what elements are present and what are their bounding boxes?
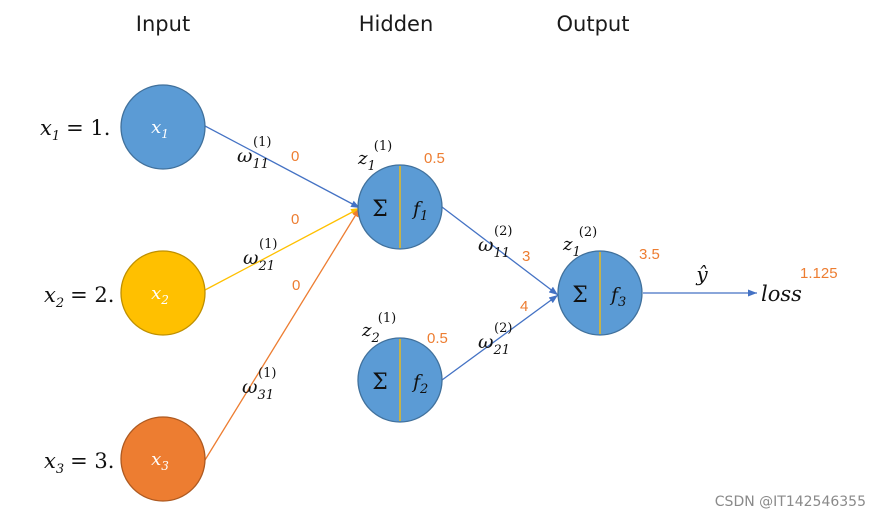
edge-x1-h1 (204, 125, 361, 209)
weight-w21-1: ω21(1) (243, 237, 277, 274)
input-node-x2-label: x2 (151, 283, 169, 307)
input-equation-x1: x1= 1. (40, 116, 110, 144)
input-node-x1 (120, 84, 206, 170)
loss-label: loss (761, 282, 802, 306)
layer-header-input: Input (136, 12, 190, 36)
sum-icon: Σ (372, 370, 388, 395)
weight-w31-1-value: 0 (292, 277, 300, 294)
output-node-activation: f3 (609, 284, 626, 310)
layer-header-output: Output (557, 12, 630, 36)
hidden-z2-label: z2(1) (361, 311, 396, 346)
weight-w11-2: ω11(2) (478, 224, 512, 261)
hidden-z2-value: 0.5 (427, 330, 448, 347)
watermark: CSDN @IT142546355 (715, 494, 866, 510)
hidden-node-1-activation: f1 (411, 198, 428, 224)
weight-w31-1: ω31(1) (242, 366, 276, 403)
output-z1-label: z1(2) (562, 225, 597, 260)
edge-x3-h1 (204, 207, 361, 461)
yhat-label: ŷ (695, 262, 708, 286)
sum-icon: Σ (572, 283, 588, 308)
input-node-x3-label: x3 (151, 449, 169, 473)
edge-x2-h1 (204, 207, 361, 291)
hidden-z1-label: z1(1) (357, 139, 392, 174)
input-node-x2 (120, 250, 206, 336)
weight-w21-1-value: 0 (291, 211, 299, 228)
hidden-node-2-activation: f2 (411, 371, 428, 397)
edge-h2-out (441, 294, 559, 381)
weight-w11-1-value: 0 (291, 148, 299, 165)
hidden-z1-value: 0.5 (424, 150, 445, 167)
input-equation-x2: x2= 2. (44, 283, 114, 311)
input-node-x3 (120, 416, 206, 502)
output-z1-value: 3.5 (639, 246, 660, 263)
weight-w11-2-value: 3 (522, 248, 530, 265)
loss-value: 1.125 (800, 265, 838, 282)
weight-w11-1: ω11(1) (237, 135, 271, 172)
sum-icon: Σ (372, 197, 388, 222)
layer-header-hidden: Hidden (359, 12, 434, 36)
edge-h1-out (441, 206, 559, 296)
input-equation-x3: x3= 3. (44, 449, 114, 477)
weight-w21-2: ω21(2) (478, 321, 512, 358)
weight-w21-2-value: 4 (520, 298, 528, 315)
input-node-x1-label: x1 (151, 117, 169, 141)
